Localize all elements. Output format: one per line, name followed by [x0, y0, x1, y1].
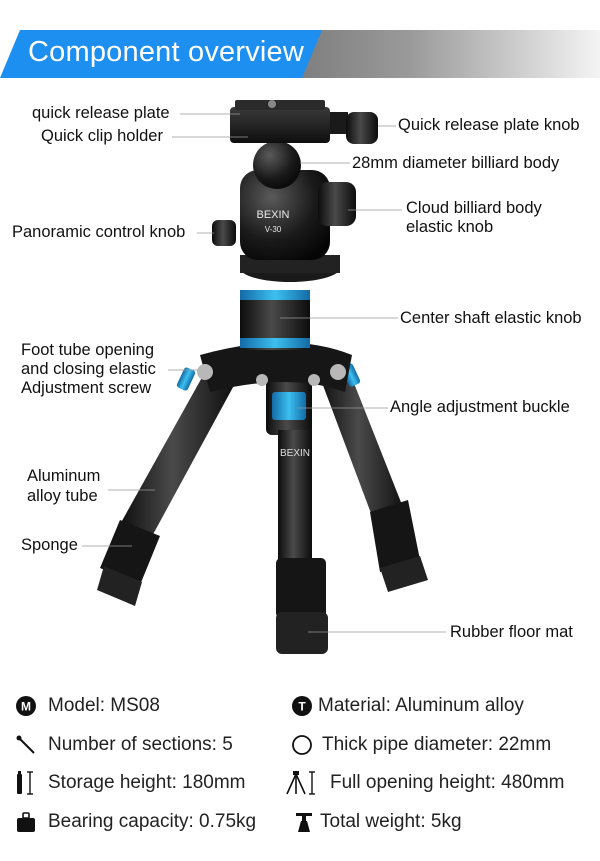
spec-pipe-label: Thick pipe diameter: 22mm: [322, 734, 552, 755]
center-right-screw: [308, 374, 320, 386]
leg-brand-text: BEXIN: [280, 448, 310, 459]
cloud-knob: [318, 182, 356, 226]
label-aluminum-line1: Aluminum: [27, 467, 101, 485]
spec-total-weight-label: Total weight: 5kg: [320, 811, 462, 832]
panoramic-knob: [212, 220, 236, 246]
label-center-shaft-knob: Center shaft elastic knob: [400, 309, 582, 327]
spec-sections-label: Number of sections: 5: [48, 734, 233, 755]
material-t-icon: T: [290, 694, 314, 718]
quick-release-plate: [230, 107, 330, 143]
svg-text:M: M: [21, 700, 31, 714]
label-foot-screw-line1: Foot tube opening: [21, 341, 155, 359]
label-panoramic-knob: Panoramic control knob: [12, 223, 186, 241]
label-foot-screw-line2: and closing elastic: [21, 360, 156, 378]
quick-release-knob: [346, 112, 378, 144]
ball-head-body: [240, 170, 330, 260]
label-billiard-body: 28mm diameter billiard body: [352, 154, 560, 172]
total-weight-icon: [292, 810, 316, 834]
label-cloud-knob-line1: Cloud billiard body: [406, 199, 542, 217]
left-leg: [97, 367, 238, 606]
banner-blue-tab: [0, 30, 322, 78]
section-banner: Component overview: [0, 30, 600, 78]
spec-storage-label: Storage height: 180mm: [48, 772, 246, 793]
center-left-screw: [256, 374, 268, 386]
spec-full-height-label: Full opening height: 480mm: [330, 772, 565, 793]
center-leg: BEXIN: [266, 375, 328, 654]
label-quick-release-knob: Quick release plate knob: [398, 116, 580, 134]
head-brand-text: BEXIN: [256, 209, 289, 221]
pipe-circle-icon: [290, 733, 314, 757]
storage-height-icon: [14, 771, 38, 795]
label-cloud-knob-line2: elastic knob: [406, 218, 494, 236]
spec-material-label: Material: Aluminum alloy: [318, 695, 524, 716]
tripod-illustration: BEXIN BEXIN V-30: [82, 100, 446, 654]
spec-storage: Storage height: 180mm: [14, 771, 246, 795]
spec-model: M Model: MS08: [14, 694, 160, 718]
spec-pipe: Thick pipe diameter: 22mm: [290, 733, 551, 757]
spec-bearing-label: Bearing capacity: 0.75kg: [48, 811, 257, 832]
leader-lines: [82, 113, 446, 633]
spec-material: T Material: Aluminum alloy: [290, 694, 524, 718]
center-shaft-knob: [240, 290, 310, 350]
bearing-weight-icon: [14, 810, 38, 834]
label-foot-screw-line3: Adjustment screw: [21, 379, 152, 397]
label-rubber-mat: Rubber floor mat: [450, 623, 573, 641]
spec-full-height: Full opening height: 480mm: [284, 771, 564, 795]
model-m-icon: M: [14, 694, 38, 718]
left-screw: [197, 364, 213, 380]
svg-text:T: T: [298, 700, 306, 714]
label-angle-buckle: Angle adjustment buckle: [390, 398, 570, 416]
banner-title: Component overview: [28, 36, 305, 68]
spec-sections: Number of sections: 5: [14, 733, 233, 757]
label-sponge: Sponge: [21, 536, 78, 554]
spec-total-weight: Total weight: 5kg: [292, 810, 462, 834]
spec-bearing: Bearing capacity: 0.75kg: [14, 810, 256, 834]
full-height-tripod-icon: [284, 771, 318, 795]
sections-slash-icon: [14, 733, 38, 757]
billiard-ball: [253, 141, 301, 189]
label-quick-release-plate: quick release plate: [32, 104, 170, 122]
spec-model-label: Model: MS08: [48, 695, 160, 716]
head-model-text: V-30: [265, 225, 282, 234]
label-quick-clip-holder: Quick clip holder: [41, 127, 163, 145]
right-screw: [330, 364, 346, 380]
label-aluminum-line2: alloy tube: [27, 487, 98, 505]
right-leg: [318, 363, 428, 592]
